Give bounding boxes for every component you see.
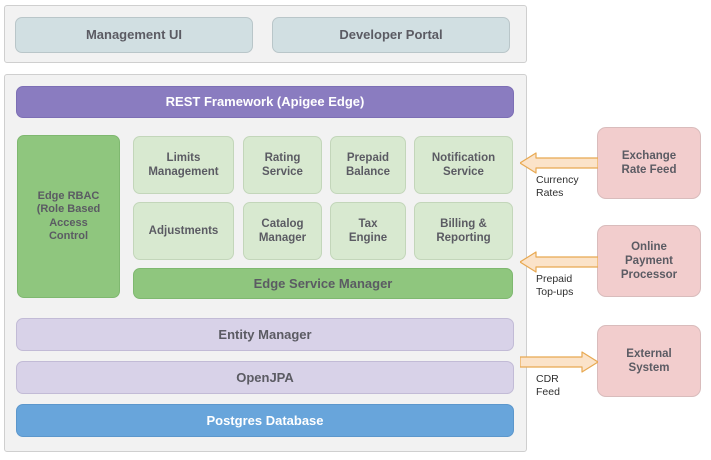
node-developer-portal[interactable]: Developer Portal [272, 17, 510, 53]
node-prepaid-balance[interactable]: Prepaid Balance [330, 136, 406, 194]
node-entity-manager[interactable]: Entity Manager [16, 318, 514, 351]
node-rest-framework[interactable]: REST Framework (Apigee Edge) [16, 86, 514, 118]
node-catalog-manager[interactable]: Catalog Manager [243, 202, 322, 260]
arrow-left-currency-rates [520, 150, 598, 176]
node-postgres-database[interactable]: Postgres Database [16, 404, 514, 437]
node-online-payment-processor[interactable]: Online Payment Processor [597, 225, 701, 297]
arrow-label-currency-rates: Currency Rates [536, 174, 579, 200]
arrow-label-cdr-feed: CDR Feed [536, 373, 560, 399]
node-tax-engine[interactable]: Tax Engine [330, 202, 406, 260]
node-edge-rbac[interactable]: Edge RBAC (Role Based Access Control [17, 135, 120, 298]
node-rating-service[interactable]: Rating Service [243, 136, 322, 194]
node-openjpa[interactable]: OpenJPA [16, 361, 514, 394]
node-billing-reporting[interactable]: Billing & Reporting [414, 202, 513, 260]
node-limits-management[interactable]: Limits Management [133, 136, 234, 194]
node-exchange-rate-feed[interactable]: Exchange Rate Feed [597, 127, 701, 199]
arrow-left-prepaid-topups [520, 249, 598, 275]
arrow-label-prepaid-topups: Prepaid Top-ups [536, 273, 574, 299]
node-edge-service-manager[interactable]: Edge Service Manager [133, 268, 513, 299]
node-management-ui[interactable]: Management UI [15, 17, 253, 53]
arrow-right-cdr-feed [520, 349, 598, 375]
node-notification-service[interactable]: Notification Service [414, 136, 513, 194]
node-external-system[interactable]: External System [597, 325, 701, 397]
node-adjustments[interactable]: Adjustments [133, 202, 234, 260]
